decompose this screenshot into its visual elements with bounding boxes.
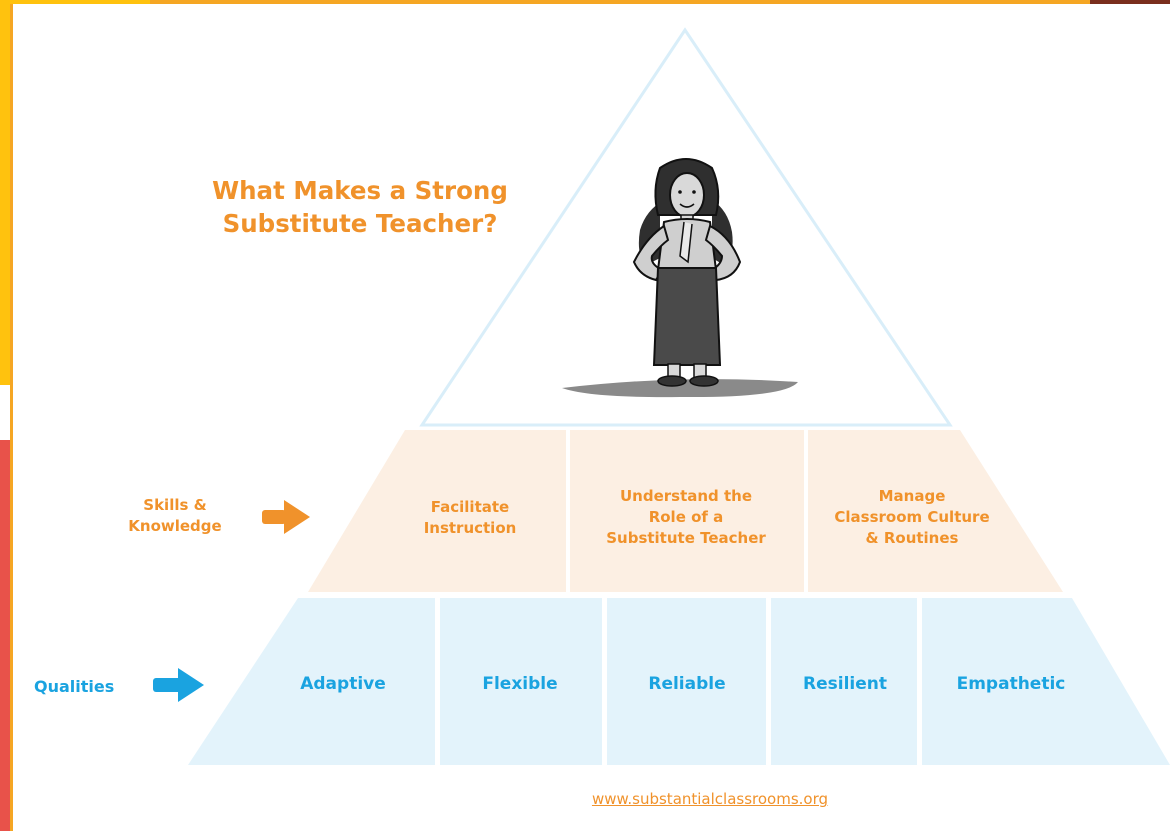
quality-flexible: Flexible <box>482 674 558 694</box>
qualities-block-5 <box>922 598 1170 765</box>
quality-adaptive: Adaptive <box>300 674 386 694</box>
skills-block-3 <box>808 430 1063 592</box>
skill-facilitate-instruction: Facilitate Instruction <box>423 498 517 537</box>
qualities-block-2 <box>440 598 602 765</box>
quality-empathetic: Empathetic <box>956 674 1066 694</box>
skill-understand-role: Understand the Role of a Substitute Teac… <box>606 487 766 547</box>
skills-tier <box>308 430 1063 592</box>
website-link[interactable]: www.substantialclassrooms.org <box>591 790 829 808</box>
qualities-block-4 <box>771 598 917 765</box>
orange-arrow-icon <box>262 500 310 534</box>
qualities-block-1 <box>188 598 435 765</box>
qualities-tier <box>188 598 1170 765</box>
frame-top-corner <box>0 0 150 4</box>
page-title: What Makes a Strong Substitute Teacher? <box>150 174 570 240</box>
title-line-1: What Makes a Strong <box>212 176 508 205</box>
frame-top-right-accent <box>1090 0 1170 4</box>
skills-knowledge-label: Skills & Knowledge <box>128 496 222 535</box>
blue-arrow-icon <box>153 668 204 702</box>
frame-left-red-bar <box>0 440 10 831</box>
teacher-illustration <box>562 158 798 398</box>
title-line-2: Substitute Teacher? <box>222 209 498 238</box>
frame-left-yellow-bar <box>0 0 10 385</box>
frame-top-line <box>0 0 1090 4</box>
quality-resilient: Resilient <box>803 674 887 694</box>
skills-block-2 <box>570 430 804 592</box>
qualities-label: Qualities <box>34 677 115 696</box>
skill-manage-classroom: Manage Classroom Culture & Routines <box>834 487 990 547</box>
qualities-block-3 <box>607 598 766 765</box>
skills-block-1 <box>308 430 566 592</box>
frame-inner-left-line <box>10 4 13 831</box>
quality-reliable: Reliable <box>648 674 726 694</box>
